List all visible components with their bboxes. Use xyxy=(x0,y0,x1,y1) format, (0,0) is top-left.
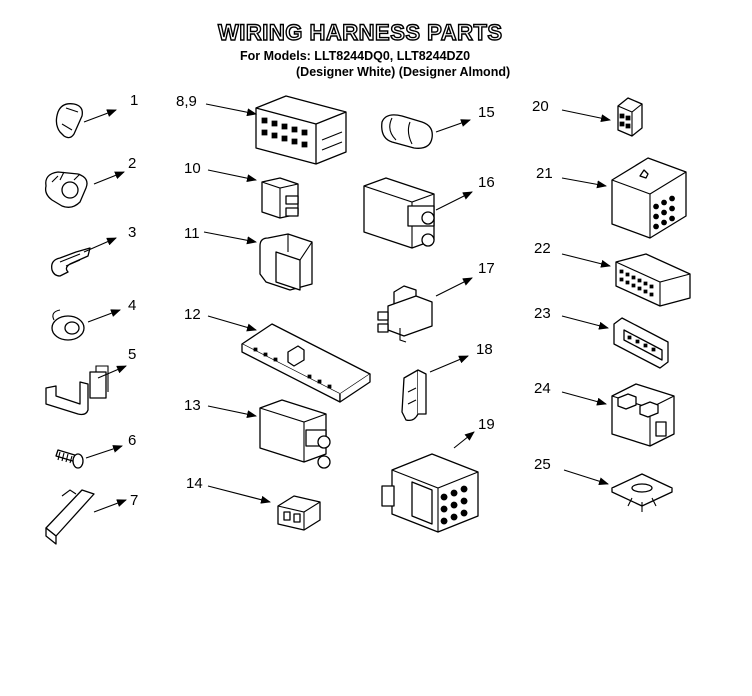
part-25-board-drawing xyxy=(563,469,673,512)
part-label-23: 23 xyxy=(534,305,551,322)
part-11-connector-drawing xyxy=(203,231,313,291)
part-21-block-drawing xyxy=(561,157,687,239)
part-label-4: 4 xyxy=(128,297,137,314)
part-4-grommet-drawing xyxy=(51,309,121,341)
part-label-6: 6 xyxy=(128,432,137,449)
part-22-grid-drawing xyxy=(561,253,691,307)
part-2-wire-clip-drawing xyxy=(44,171,125,208)
part-8-9-connector-drawing xyxy=(205,95,347,165)
models-line: For Models: LLT8244DQ0, LLT8244DZ0 xyxy=(240,49,471,63)
part-label-22: 22 xyxy=(534,240,551,257)
part-label-20: 20 xyxy=(532,98,549,115)
part-19-connector-drawing xyxy=(381,431,479,533)
part-13-connector-drawing xyxy=(207,399,331,469)
part-24-stepped-drawing xyxy=(561,383,675,447)
part-label-18: 18 xyxy=(476,341,493,358)
part-10-connector-drawing xyxy=(207,169,299,219)
part-label-16: 16 xyxy=(478,174,495,191)
part-label-14: 14 xyxy=(186,475,203,492)
part-label-21: 21 xyxy=(536,165,553,182)
part-7-wedge-drawing xyxy=(45,489,127,545)
variants-line: (Designer White) (Designer Almond) xyxy=(296,65,511,79)
part-label-8-9: 8,9 xyxy=(176,93,197,110)
part-label-24: 24 xyxy=(534,380,551,397)
part-12-rail-drawing xyxy=(207,315,371,403)
part-label-1: 1 xyxy=(130,92,139,109)
diagram-title: WIRING HARNESS PARTS xyxy=(217,19,503,45)
part-label-5: 5 xyxy=(128,346,137,363)
part-23-dsub-drawing xyxy=(561,315,669,369)
part-3-hook-clip-drawing xyxy=(51,237,117,277)
part-5-bracket-drawing xyxy=(45,365,127,416)
part-label-13: 13 xyxy=(184,397,201,414)
part-label-10: 10 xyxy=(184,160,201,177)
part-17-cross-drawing xyxy=(377,277,473,343)
part-label-17: 17 xyxy=(478,260,495,277)
part-label-19: 19 xyxy=(478,416,495,433)
part-label-7: 7 xyxy=(130,492,139,509)
part-15-clip-drawing xyxy=(381,114,471,149)
part-20-cube-drawing xyxy=(561,97,643,137)
part-label-11: 11 xyxy=(184,225,200,242)
part-label-25: 25 xyxy=(534,456,551,473)
part-18-latch-drawing xyxy=(401,355,469,422)
part-14-plug-drawing xyxy=(207,485,321,531)
part-1-clip-drawing xyxy=(55,103,117,139)
part-label-15: 15 xyxy=(478,104,495,121)
part-6-screw-drawing xyxy=(55,445,123,469)
part-label-12: 12 xyxy=(184,306,201,323)
part-label-2: 2 xyxy=(128,155,137,172)
part-label-3: 3 xyxy=(128,224,137,241)
part-16-connector-drawing xyxy=(363,177,473,249)
